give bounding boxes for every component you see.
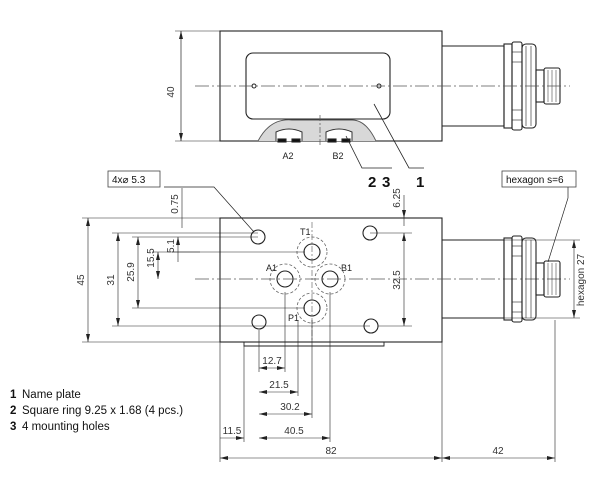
dim-40-5: 40.5 <box>284 426 304 437</box>
port-label-a1: A1 <box>266 263 277 273</box>
leader-2-3 <box>345 135 392 169</box>
mounting-hole <box>251 314 267 330</box>
dim-45: 45 <box>76 274 87 286</box>
hole-note: 4x⌀ 5.3 <box>112 175 146 186</box>
hexagon-side-label: hexagon 27 <box>576 253 587 306</box>
dim-31: 31 <box>106 274 117 286</box>
dim-top-height: 40 <box>166 86 177 98</box>
hexagon-note: hexagon s=6 <box>506 175 564 186</box>
dim-30-2: 30.2 <box>280 402 300 413</box>
dim-6-25: 6.25 <box>392 188 403 208</box>
callout-2: 2 <box>368 174 376 191</box>
dim-15-5: 15.5 <box>146 248 157 268</box>
dim-12-7: 12.7 <box>262 356 282 367</box>
dim-32-5: 32.5 <box>392 270 403 290</box>
front-view <box>82 186 580 462</box>
hole-note-leader <box>164 186 255 233</box>
dim-82: 82 <box>325 446 337 457</box>
leader-1 <box>373 103 424 169</box>
top-view <box>175 30 570 169</box>
dim-21-5: 21.5 <box>269 380 289 391</box>
port-label-b2: B2 <box>332 151 343 161</box>
port-label-p1: P1 <box>288 313 299 323</box>
hexagon-note-leader <box>547 187 569 263</box>
callout-1: 1 <box>416 174 424 191</box>
port-label-b1: B1 <box>341 263 352 273</box>
port-label-t1: T1 <box>300 227 311 237</box>
dim-42: 42 <box>492 446 504 457</box>
dim-25-9: 25.9 <box>126 262 137 282</box>
callout-3: 3 <box>382 174 390 191</box>
dim-11-5: 11.5 <box>223 426 242 437</box>
port-label-a2: A2 <box>282 151 293 161</box>
front-view-body <box>219 217 443 343</box>
dim-0-75: 0.75 <box>170 194 181 214</box>
dim-5-1: 5.1 <box>166 239 177 253</box>
